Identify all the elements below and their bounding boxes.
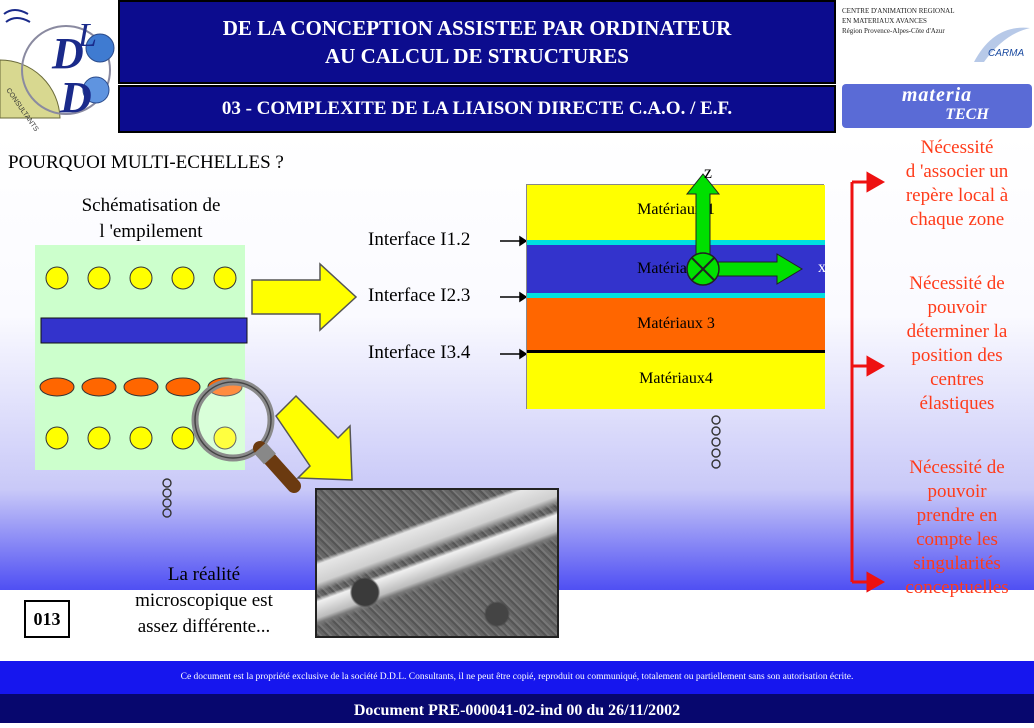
- red-arrow-icon: [866, 171, 886, 193]
- red-arrow-icon: [866, 571, 886, 593]
- note-line: compte les: [916, 529, 998, 550]
- origin-cross-icon: [691, 257, 715, 281]
- legal-notice: Ce document est la propriété exclusive d…: [0, 661, 1034, 694]
- page-number: 013: [24, 600, 70, 638]
- header: D D L CONSULTANTS DE LA CONCEPTION ASSIS…: [0, 0, 1034, 133]
- crrm-line-3: Région Provence-Alpes-Côte d'Azur: [842, 27, 945, 35]
- carma-swoosh-icon: [974, 27, 1030, 62]
- note-line: prendre en: [916, 505, 998, 526]
- schematic-blue-ply: [40, 317, 248, 344]
- note-line: pouvoir: [927, 297, 987, 318]
- note-line: Nécessité de: [909, 273, 1005, 294]
- logo-letter-d1: D: [51, 29, 84, 78]
- schema-label: Schématisation de l 'empilement: [42, 193, 260, 245]
- interface-label-2: Interface I2.3: [368, 285, 471, 306]
- z-axis-arrow-icon: [685, 173, 721, 259]
- microscope-photo: [315, 488, 559, 638]
- reality-line-3: assez différente...: [137, 616, 271, 637]
- interface-label-3: Interface I3.4: [368, 342, 471, 363]
- document-reference: Document PRE-000041-02-ind 00 du 26/11/2…: [0, 694, 1034, 723]
- note-line: pouvoir: [927, 481, 987, 502]
- vertical-ellipsis-icon: [162, 478, 172, 518]
- axis-x-label: x: [818, 259, 826, 276]
- title-line-1: DE LA CONCEPTION ASSISTEE PAR ORDINATEUR: [222, 16, 732, 40]
- main-heading: POURQUOI MULTI-ECHELLES ?: [8, 152, 284, 173]
- logo-quarter-disc: [0, 59, 61, 119]
- interface-arrows: [500, 235, 528, 360]
- logo-globe: [85, 33, 115, 63]
- note-line: position des: [911, 345, 1003, 366]
- title-line-2: AU CALCUL DE STRUCTURES: [325, 44, 629, 68]
- axis-z-label: z: [704, 162, 712, 182]
- note-line: déterminer la: [906, 321, 1008, 342]
- note-line: centres: [930, 369, 984, 390]
- reality-text: La réalité microscopique est assez diffé…: [104, 562, 304, 640]
- interface-label-1: Interface I1.2: [368, 229, 471, 250]
- fiber-row-orange: [39, 377, 243, 397]
- logo-letter-d2: D: [59, 73, 92, 122]
- note-line: Nécessité: [920, 137, 994, 158]
- local-axes: [685, 173, 803, 286]
- logo-ring: [21, 25, 111, 115]
- magnifier-icon: [191, 378, 301, 493]
- note-line: chaque zone: [909, 209, 1005, 230]
- carma-logo: CARMA: [974, 24, 1030, 64]
- note-line: Nécessité de: [909, 457, 1005, 478]
- note-singularities: Nécessité de pouvoir prendre en compte l…: [882, 456, 1032, 600]
- reality-line-1: La réalité: [167, 564, 241, 585]
- crrm-logo: CENTRE D'ANIMATION REGIONAL EN MATERIAUX…: [838, 6, 1032, 74]
- ddl-logo: D D L CONSULTANTS: [0, 9, 115, 133]
- note-line: singularités: [913, 553, 1001, 574]
- note-elastic-centres: Nécessité de pouvoir déterminer la posit…: [882, 272, 1032, 416]
- red-bracket-arrows: [850, 171, 886, 593]
- diagonal-arrow-icon: [275, 394, 353, 481]
- materiatech-logo: materia TECH: [842, 84, 1032, 128]
- red-arrow-icon: [866, 355, 886, 377]
- logo-bird-icon: [3, 9, 31, 23]
- crrm-line-1: CENTRE D'ANIMATION REGIONAL: [842, 7, 955, 15]
- crrm-line-2: EN MATERIAUX AVANCES: [842, 17, 927, 25]
- note-line: repère local à: [905, 185, 1009, 206]
- interface-line-1: [527, 240, 825, 245]
- big-right-arrow-icon: [251, 262, 358, 332]
- title-box: DE LA CONCEPTION ASSISTEE PAR ORDINATEUR…: [118, 0, 836, 84]
- carma-logo-text: CARMA: [988, 48, 1025, 59]
- note-line: élastiques: [919, 393, 995, 414]
- fiber-row-top: [45, 266, 237, 290]
- materiatech-line-1: materia: [901, 84, 973, 106]
- schema-label-line-2: l 'empilement: [99, 221, 203, 242]
- materiatech-line-2: TECH: [945, 106, 989, 123]
- vertical-ellipsis-icon: [711, 415, 721, 469]
- fiber-row-bottom: [45, 426, 237, 450]
- layer-1: Matériaux 1: [527, 185, 825, 240]
- interface-line-2: [527, 293, 825, 298]
- layer-3: Matériaux 3: [527, 298, 825, 350]
- note-line: d 'associer un: [905, 161, 1009, 182]
- logo-letter-l: L: [77, 17, 97, 54]
- subtitle-box: 03 - COMPLEXITE DE LA LIAISON DIRECTE C.…: [118, 85, 836, 133]
- reality-line-2: microscopique est: [135, 590, 273, 611]
- schema-label-line-1: Schématisation de: [81, 195, 221, 216]
- note-local-frame: Nécessité d 'associer un repère local à …: [882, 136, 1032, 232]
- interface-line-3: [527, 350, 825, 353]
- logo-globe-2: [82, 76, 110, 104]
- note-line: conceptuelles: [905, 577, 1009, 598]
- stack-schematic: [35, 245, 248, 518]
- layer-4: Matériaux4: [527, 353, 825, 409]
